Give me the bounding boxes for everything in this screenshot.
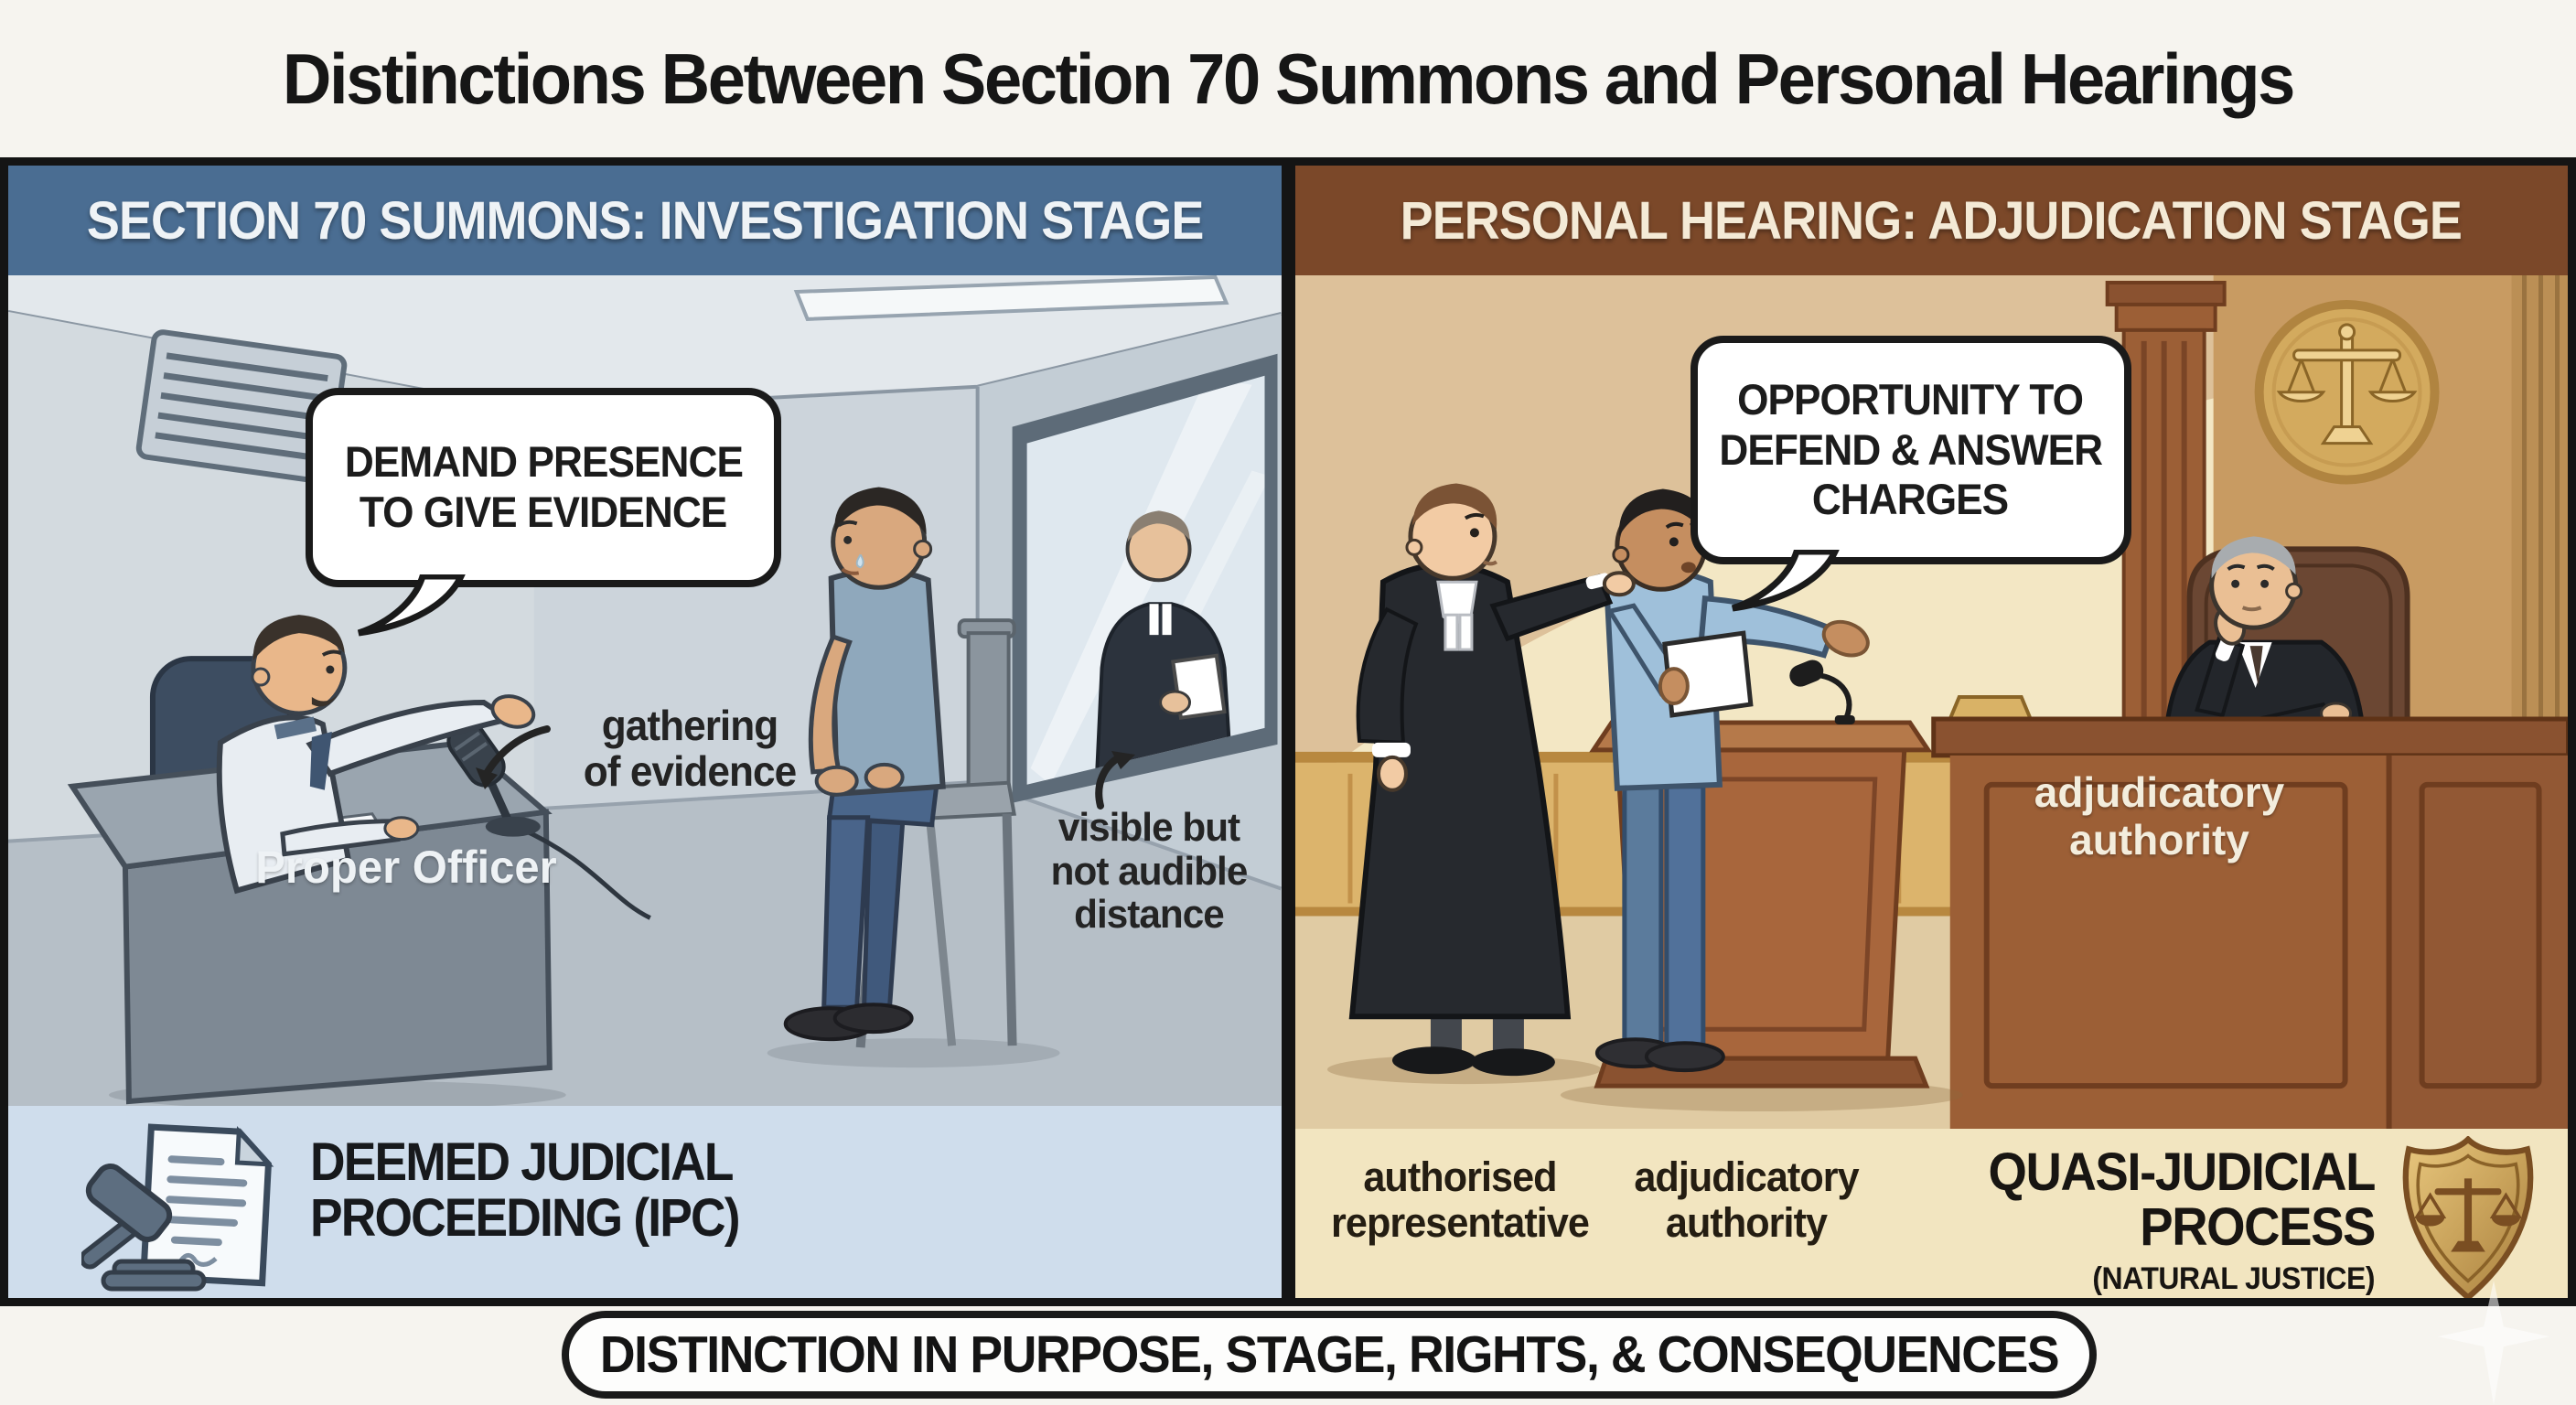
quasi-judicial-label: QUASI-JUDICIAL PROCESS (NATURAL JUSTICE) — [1927, 1142, 2376, 1297]
bottom-banner: DISTINCTION IN PURPOSE, STAGE, RIGHTS, &… — [562, 1311, 2097, 1399]
quasi-line2: PROCESS — [2139, 1197, 2376, 1258]
authority-line1: adjudicatory — [1633, 1153, 1859, 1200]
page-title: Distinctions Between Section 70 Summons … — [282, 38, 2295, 119]
gavel-icon — [81, 1163, 207, 1292]
left-footer-label-line2: PROCEEDING (IPC) — [310, 1187, 740, 1248]
observer-figure — [1094, 510, 1234, 785]
quasi-line3: (NATURAL JUSTICE) — [2091, 1260, 2375, 1296]
judge-bench — [1930, 695, 2568, 1129]
representative-line2: representative — [1330, 1198, 1590, 1246]
scales-of-justice-plaque-icon — [2254, 299, 2440, 485]
left-panel-footer: DEEMED JUDICIAL PROCEEDING (IPC) — [8, 1106, 1282, 1298]
air-vent-icon — [135, 329, 348, 485]
left-footer-label-line1: DEEMED JUDICIAL — [310, 1132, 734, 1192]
right-bubble-line2: DEFEND & ANSWER — [1719, 424, 2103, 474]
window-note-line2: not audible — [1050, 848, 1249, 894]
bench-label: adjudicatory authority — [2018, 768, 2302, 863]
courtroom-scene — [1294, 275, 2568, 1129]
ceiling-light — [793, 275, 1229, 321]
lawyer-figure — [1326, 483, 1636, 1085]
gathering-note-line2: of evidence — [583, 746, 797, 795]
window-note-line3: distance — [1074, 892, 1225, 938]
gathering-evidence-note: gathering of evidence — [534, 702, 845, 795]
right-panel-footer: authorised representative adjudicatory a… — [1294, 1129, 2568, 1298]
representative-line1: authorised — [1362, 1153, 1557, 1200]
left-footer-label: DEEMED JUDICIAL PROCEEDING (IPC) — [310, 1132, 740, 1248]
window-note-line1: visible but — [1057, 805, 1240, 850]
right-bubble-tail — [1731, 550, 1840, 612]
judge-figure — [2163, 536, 2366, 739]
desk-label: Proper Officer — [255, 842, 557, 893]
left-bubble-tail — [357, 574, 466, 637]
gavel-and-document-icon — [81, 1123, 274, 1292]
left-panel-header: SECTION 70 SUMMONS: INVESTIGATION STAGE — [8, 166, 1282, 275]
panels-frame: SECTION 70 SUMMONS: INVESTIGATION STAGE — [0, 157, 2576, 1306]
adjudicatory-authority-label: adjudicatory authority — [1595, 1154, 1897, 1245]
window-arrow-icon — [1095, 751, 1135, 810]
gavel-block — [1947, 695, 2034, 721]
gathering-note-line1: gathering — [601, 702, 779, 749]
bench-label-line2: authority — [2069, 815, 2249, 863]
right-speech-bubble: OPPORTUNITY TO DEFEND & ANSWER CHARGES — [1690, 336, 2131, 612]
authority-line2: authority — [1665, 1198, 1827, 1246]
left-bubble-line1: DEMAND PRESENCE — [344, 437, 743, 487]
window-distance-note: visible but not audible distance — [1022, 806, 1276, 937]
gooseneck-microphone-icon — [1788, 660, 1855, 724]
bottom-banner-label: DISTINCTION IN PURPOSE, STAGE, RIGHTS, &… — [599, 1325, 2060, 1384]
title-band: Distinctions Between Section 70 Summons … — [0, 0, 2576, 157]
quasi-line1: QUASI-JUDICIAL — [1987, 1142, 2376, 1202]
scales-shield-badge-icon — [2402, 1136, 2533, 1298]
bottom-band: DISTINCTION IN PURPOSE, STAGE, RIGHTS, &… — [0, 1306, 2576, 1405]
left-speech-bubble: DEMAND PRESENCE TO GIVE EVIDENCE — [306, 388, 781, 637]
defendant-figure — [1594, 488, 1870, 1073]
authorised-representative-label: authorised representative — [1304, 1154, 1615, 1245]
summoned-person-figure — [783, 487, 946, 1042]
right-bubble-line3: CHARGES — [1812, 475, 2009, 524]
right-bubble-line1: OPPORTUNITY TO — [1737, 375, 2085, 424]
left-bubble-line2: TO GIVE EVIDENCE — [360, 488, 727, 536]
right-panel-header-label: PERSONAL HEARING: ADJUDICATION STAGE — [1401, 190, 2463, 251]
interrogation-room-scene — [8, 275, 1282, 1106]
bench-label-line1: adjudicatory — [2034, 768, 2285, 816]
right-panel-header: PERSONAL HEARING: ADJUDICATION STAGE — [1294, 166, 2568, 275]
officer-figure — [216, 615, 536, 895]
gathering-arrow-icon — [476, 725, 551, 789]
left-panel-section70: SECTION 70 SUMMONS: INVESTIGATION STAGE — [8, 166, 1282, 1298]
right-panel-hearing: PERSONAL HEARING: ADJUDICATION STAGE — [1294, 166, 2568, 1298]
left-panel-header-label: SECTION 70 SUMMONS: INVESTIGATION STAGE — [86, 190, 1204, 251]
observation-window — [1012, 353, 1278, 803]
